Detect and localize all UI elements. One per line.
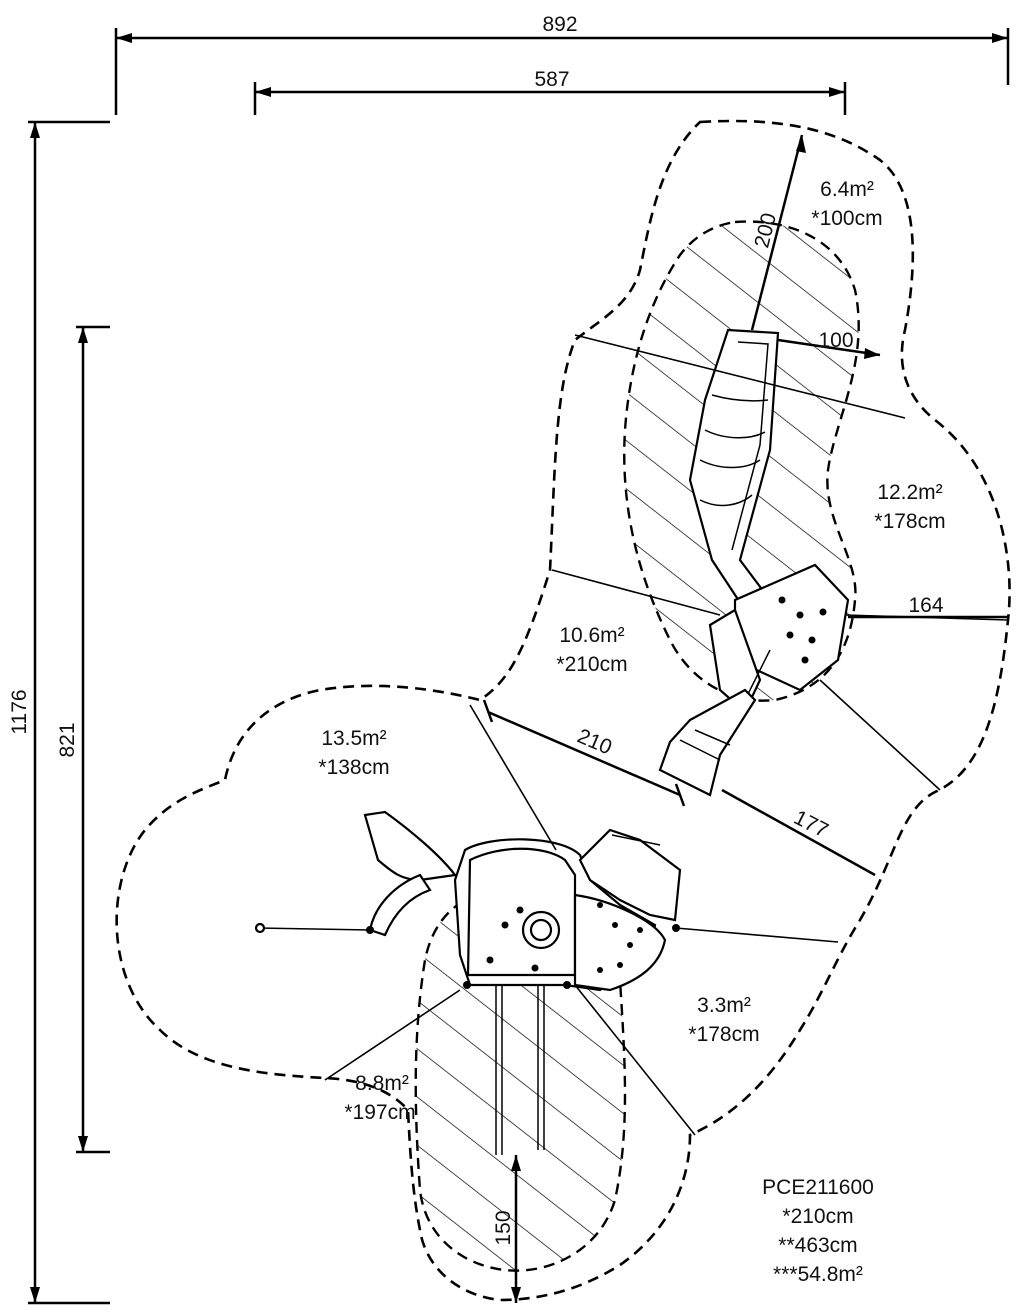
zone-1-height: *100cm [811,207,882,230]
side-210-label: 210 [574,725,615,760]
product-code: PCE211600 [762,1176,874,1199]
dimension-slide-exit [750,134,806,331]
zone-5-height: *178cm [688,1023,759,1046]
dimension-150 [511,1155,521,1303]
dimension-slide-side [777,338,881,359]
inner-width-label: 587 [534,68,569,91]
zone-2-height: *178cm [874,510,945,533]
zone-3-height: *210cm [556,653,627,676]
zone-6-area: 8.8m² [355,1072,409,1095]
inner-height-label: 821 [56,722,79,757]
dimension-inner-height [76,325,110,1154]
product-total-area: ***54.8m² [773,1263,863,1286]
product-total-height: **463cm [778,1234,857,1257]
tower-structure [254,810,682,1155]
zone-4-height: *138cm [318,756,389,779]
slide-structure [658,328,850,797]
dimension-210 [482,699,686,807]
zone-1-area: 6.4m² [820,178,874,201]
dimension-total-width [114,28,1010,115]
dimension-177 [721,788,876,877]
zone-5-area: 3.3m² [697,994,751,1017]
zone-6-height: *197cm [344,1101,415,1124]
dimension-total-height [28,120,110,1305]
total-width-label: 892 [542,13,577,36]
zone-2-area: 12.2m² [877,481,942,504]
dimension-inner-width [253,82,847,115]
total-height-label: 1176 [8,689,31,734]
product-free-fall-height: *210cm [782,1205,853,1228]
zone-3-area: 10.6m² [559,624,624,647]
zone-4-area: 13.5m² [321,727,386,750]
side-177-label: 177 [790,806,832,842]
side-164-label: 164 [908,594,943,617]
bottom-150-label: 150 [492,1210,515,1245]
safety-zone-outline [115,119,1011,1302]
slide-side-label: 100 [818,329,853,352]
